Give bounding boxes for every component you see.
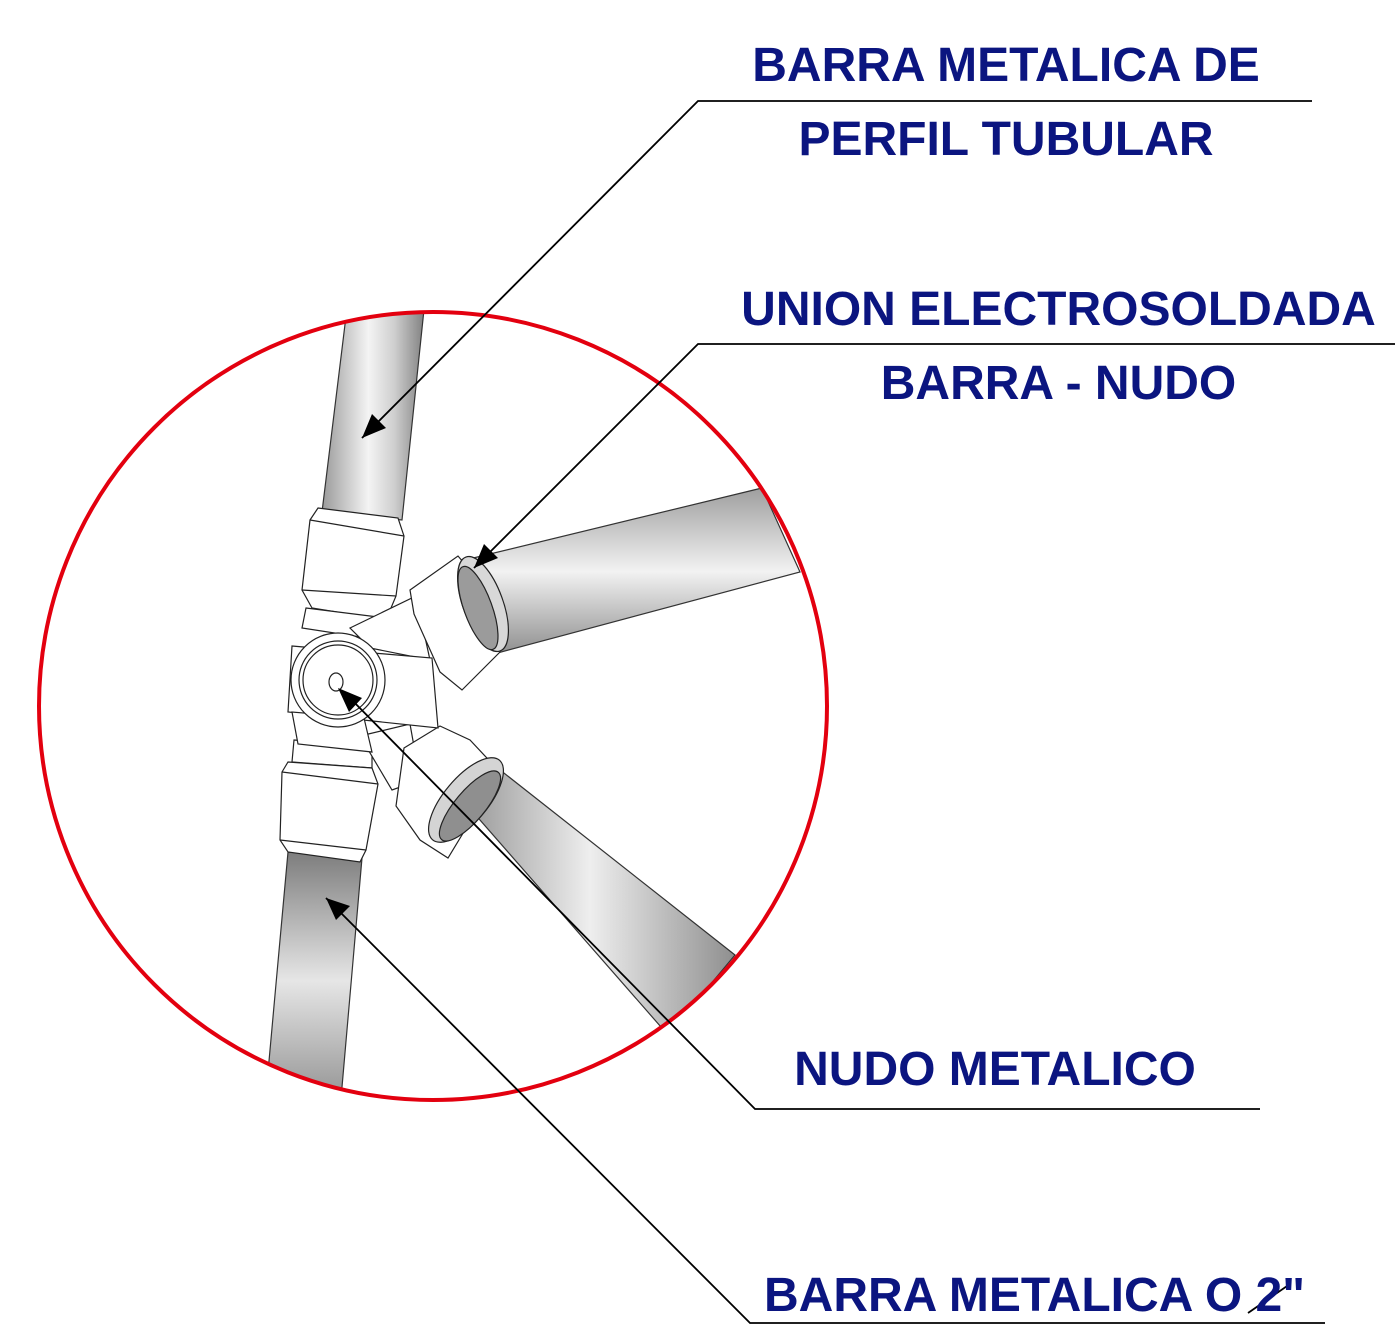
upper-sleeve: [301, 507, 405, 641]
welded-joint-label-line2: BARRA - NUDO: [880, 357, 1237, 410]
tubular-bar-label-line2: PERFIL TUBULAR: [798, 113, 1214, 166]
lower-right-arm: [359, 723, 505, 859]
diameter-slash: [1247, 1283, 1291, 1314]
leader-welded-joint: [473, 343, 1395, 569]
leader-metal-bar-2in: [325, 897, 1325, 1324]
arrow-head-tubular-bar: [362, 414, 386, 438]
welded-joint-label-line1: UNION ELECTROSOLDADA: [741, 283, 1376, 336]
leader-tubular-bar: [361, 100, 1312, 439]
leader-metal-node: [343, 691, 1260, 1110]
tube-group: [264, 312, 801, 1100]
metal-node-label: NUDO METALICO: [794, 1043, 1196, 1096]
upper-right-arm: [348, 555, 510, 691]
lower-tube: [264, 851, 363, 1100]
arrow-head-metal-node: [338, 688, 362, 712]
upper-tube: [321, 312, 426, 521]
detail-circle: [37, 310, 829, 1102]
lower-sleeve: [279, 739, 379, 863]
arrow-heads: [326, 414, 498, 920]
metal-bar-2in-label: BARRA METALICA O 2": [764, 1269, 1305, 1322]
metal-node: [287, 632, 439, 753]
tubular-bar-label-line1: BARRA METALICA DE: [752, 39, 1260, 92]
leader-lines: [325, 100, 1395, 1324]
arrow-head-metal-bar-2in: [326, 898, 350, 920]
arrow-head-welded-joint: [474, 544, 498, 568]
right-upper-tube: [464, 487, 801, 656]
